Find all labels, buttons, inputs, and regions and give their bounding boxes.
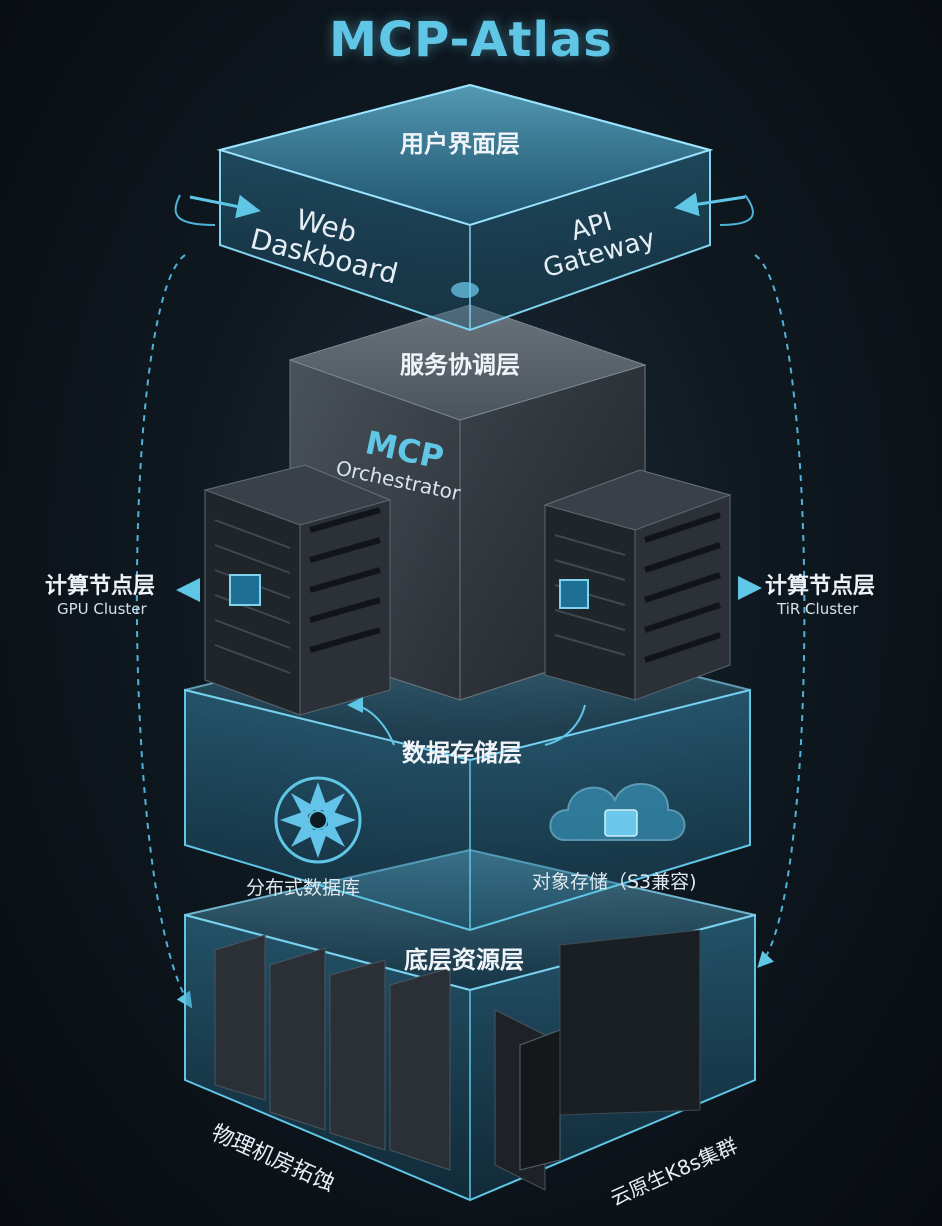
orchestration-layer-title: 服务协调层 — [400, 351, 520, 379]
right-flow-line — [754, 254, 806, 968]
right-tir-server — [543, 469, 732, 701]
physical-server-racks — [214, 929, 701, 1191]
ui-layer-title: 用户界面层 — [400, 130, 520, 158]
infra-layer-title: 底层资源层 — [404, 946, 524, 974]
page-title: MCP-Atlas — [329, 12, 613, 68]
cloud-storage-icon — [549, 783, 686, 841]
object-storage-label: 对象存储（S3兼容) — [532, 871, 697, 893]
compute-right-label: 计算节点层 TiR Cluster — [765, 574, 876, 618]
storage-layer-title: 数据存储层 — [402, 739, 522, 767]
right-outer-arc — [719, 194, 754, 226]
compute-left-label: 计算节点层 GPU Cluster — [45, 574, 156, 618]
left-gpu-server — [203, 464, 392, 716]
left-outer-arc — [174, 194, 216, 226]
ui-layer-slab — [216, 83, 714, 332]
database-icon — [274, 776, 362, 864]
distributed-db-label: 分布式数据库 — [246, 877, 361, 899]
left-flow-line — [135, 254, 193, 1009]
